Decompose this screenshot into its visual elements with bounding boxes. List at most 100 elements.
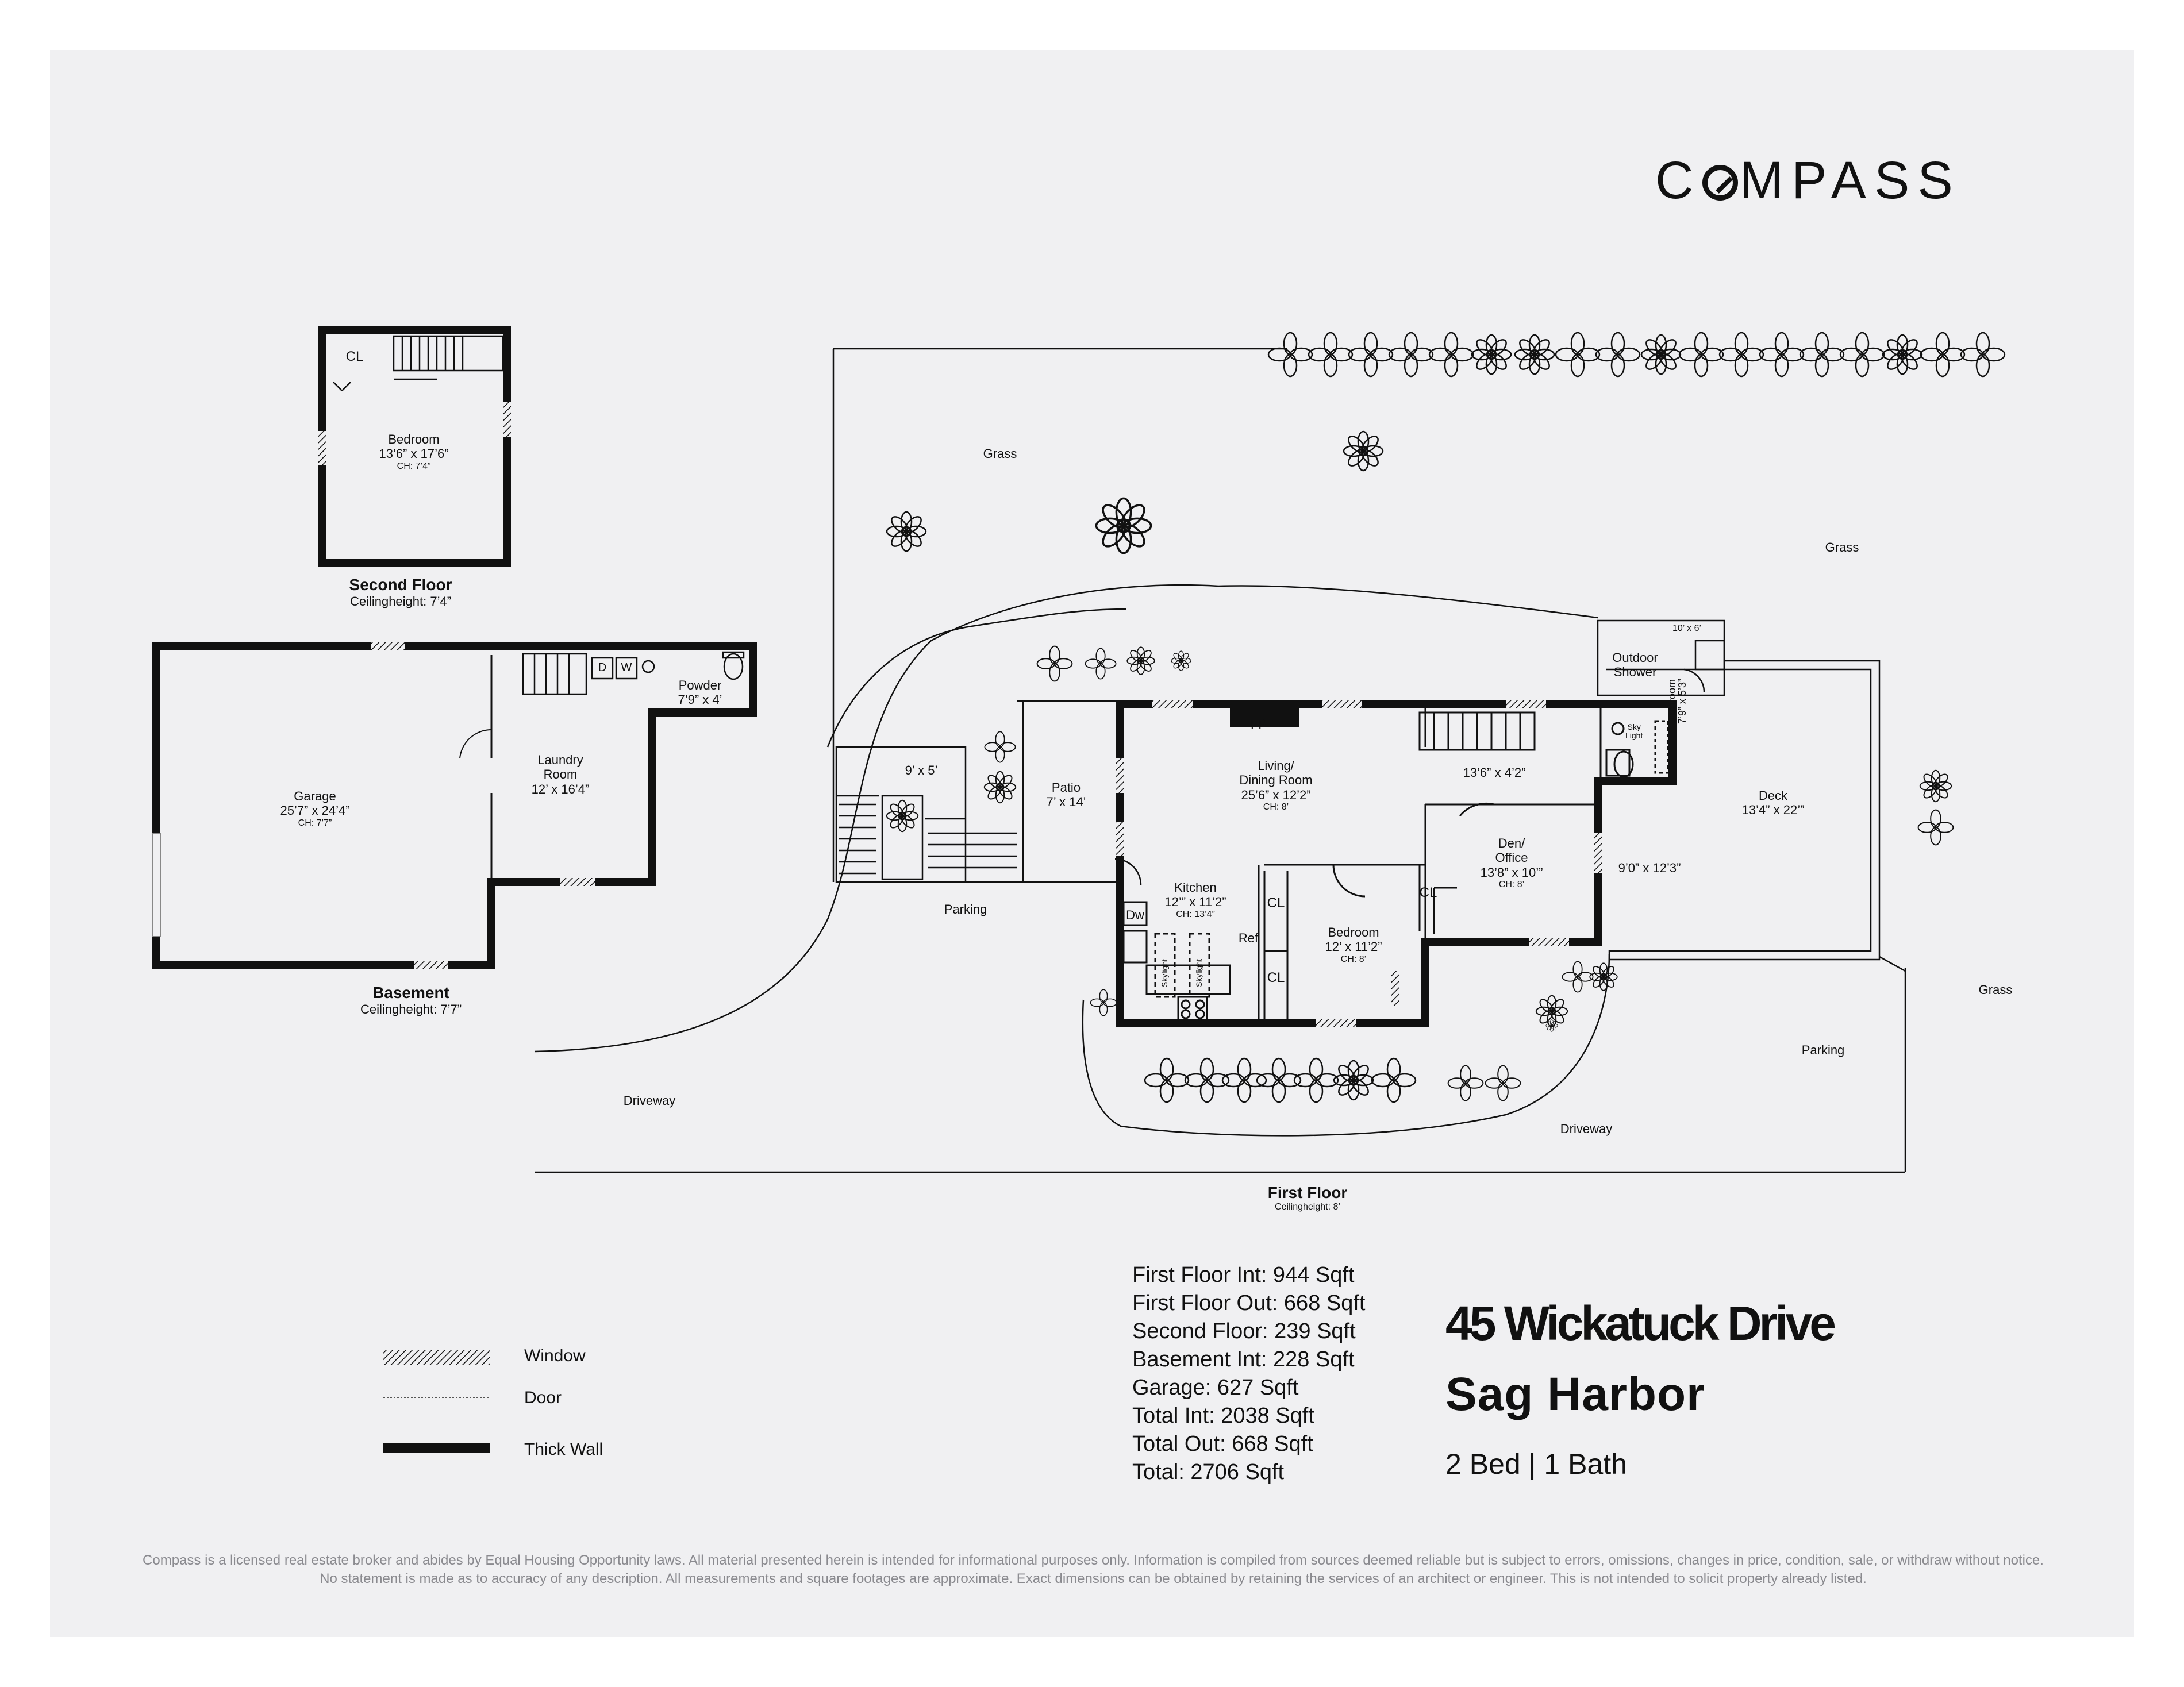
second-floor-bedroom-label: Bedroom 13’6” x 17’6” CH: 7’4” bbox=[379, 432, 448, 472]
room-ceiling: CH: 13’4” bbox=[1176, 909, 1215, 919]
floor-name: First Floor bbox=[1267, 1184, 1348, 1201]
closet-label-3: CL bbox=[1419, 885, 1437, 900]
legend-door-label: Door bbox=[524, 1388, 562, 1407]
basement-walls bbox=[152, 642, 757, 969]
room-name: Laundry bbox=[537, 753, 583, 767]
compass-logo-o-glyph bbox=[1702, 165, 1739, 201]
room-name-line2: Shower bbox=[1613, 665, 1657, 680]
listing-town: Sag Harbor bbox=[1445, 1368, 1705, 1420]
area-line: Total Int: 2038 Sqft bbox=[1132, 1404, 1314, 1428]
room-name: Outdoor bbox=[1612, 650, 1658, 665]
area-line: Total: 2706 Sqft bbox=[1132, 1460, 1285, 1484]
legend-window-label: Window bbox=[524, 1346, 586, 1365]
room-name: Bathroom bbox=[1666, 679, 1678, 724]
dishwasher-label: Dw bbox=[1126, 908, 1144, 922]
second-floor-title: Second Floor Ceilingheight: 7’4” bbox=[349, 576, 452, 608]
first-floor-interior bbox=[1122, 704, 1671, 1023]
basement-title: Basement Ceilingheight: 7’7” bbox=[360, 984, 462, 1016]
patio-label: Patio 7’ x 14’ bbox=[1047, 780, 1086, 810]
garage-label: Garage 25’7” x 24’4” CH: 7’7” bbox=[280, 789, 349, 829]
grass-label-2: Grass bbox=[1825, 540, 1859, 554]
room-dimensions: 13’6” x 17’6” bbox=[379, 446, 449, 461]
outdoor-shower-dimensions: 10’ x 6’ bbox=[1672, 623, 1702, 633]
landscape-flowers bbox=[886, 332, 2006, 1103]
room-name: Powder bbox=[678, 678, 722, 692]
floor-ceiling: Ceilingheight: 8’ bbox=[1275, 1202, 1340, 1212]
stair-hall-dimensions: 13’6” x 4’2” bbox=[1463, 765, 1526, 780]
room-name: Bedroom bbox=[388, 432, 440, 446]
fireplace-label: FP bbox=[1250, 717, 1267, 731]
area-line: Garage: 627 Sqft bbox=[1132, 1376, 1299, 1400]
laundry-room-label: Laundry Room 12’ x 16’4” bbox=[532, 753, 590, 796]
entry-landing-dimensions: 9’ x 5’ bbox=[905, 763, 938, 777]
room-name: Living/ bbox=[1258, 758, 1294, 773]
first-floor-title: First Floor Ceilingheight: 8’ bbox=[1268, 1184, 1347, 1213]
room-name-line2: Room bbox=[543, 767, 578, 782]
parking-label-1: Parking bbox=[944, 902, 987, 916]
room-name-line2: Dining Room bbox=[1239, 773, 1313, 788]
floor-name: Second Floor bbox=[349, 576, 452, 594]
closet-label-1: CL bbox=[1267, 895, 1285, 911]
room-dimensions: 7’9” x 4’ bbox=[678, 692, 722, 707]
grass-label-3: Grass bbox=[1978, 983, 2013, 997]
area-line: Total Out: 668 Sqft bbox=[1132, 1432, 1313, 1456]
room-name-line2: Office bbox=[1495, 850, 1528, 865]
room-dimensions: 12’ x 16’4” bbox=[531, 781, 590, 796]
dryer-label: D bbox=[598, 661, 607, 674]
room-dimensions: 25’7” x 24’4” bbox=[280, 803, 350, 818]
room-name: Deck bbox=[1758, 788, 1788, 803]
washer-label: W bbox=[621, 661, 632, 674]
room-ceiling: CH: 8’ bbox=[1340, 954, 1367, 964]
area-summary: First Floor Int: 944 Sqft First Floor Ou… bbox=[1132, 1261, 1365, 1486]
first-floor-windows bbox=[1116, 700, 1602, 1027]
room-dimensions: 12’ x 11’2” bbox=[1325, 939, 1382, 954]
plan-sheet bbox=[50, 50, 2134, 1637]
room-dimensions: 25’6” x 12’2” bbox=[1241, 787, 1311, 802]
living-dining-room-label: Living/ Dining Room 25’6” x 12’2” CH: 8’ bbox=[1239, 758, 1312, 812]
outdoor-shower-label: Outdoor Shower bbox=[1612, 650, 1658, 680]
area-line: Basement Int: 228 Sqft bbox=[1132, 1347, 1355, 1372]
room-dimensions: 12’” x 11’2” bbox=[1164, 895, 1226, 910]
area-line: First Floor Out: 668 Sqft bbox=[1132, 1291, 1366, 1315]
room-name: Garage bbox=[294, 789, 336, 803]
den-office-label: Den/ Office 13’8” x 10’” CH: 8’ bbox=[1481, 836, 1543, 890]
closet-label-2: CL bbox=[1267, 970, 1285, 985]
listing-beds-baths: 2 Bed | 1 Bath bbox=[1445, 1448, 1627, 1480]
legend-thick-wall-label: Thick Wall bbox=[524, 1440, 603, 1459]
room-dimensions: 7’ x 14’ bbox=[1046, 795, 1086, 810]
driveway-label-1: Driveway bbox=[623, 1093, 676, 1108]
room-name: Kitchen bbox=[1174, 880, 1217, 895]
kitchen-label: Kitchen 12’” x 11’2” CH: 13’4” bbox=[1164, 880, 1226, 920]
bathroom-label: Bathroom 7’9” x 5’3” bbox=[1666, 678, 1688, 724]
room-dimensions: 13’4” x 22’” bbox=[1741, 803, 1805, 818]
legend-swatches bbox=[383, 1350, 490, 1453]
listing-address: 45 Wickatuck Drive bbox=[1445, 1296, 1836, 1350]
room-name: Bedroom bbox=[1328, 925, 1379, 939]
room-dimensions: 7’9” x 5’3” bbox=[1677, 678, 1688, 724]
floor-ceiling: Ceilingheight: 7’7” bbox=[360, 1002, 462, 1017]
powder-room-label: Powder 7’9” x 4’ bbox=[678, 678, 722, 707]
skylight-line1: Sky bbox=[1627, 722, 1641, 731]
first-floor-bedroom-label: Bedroom 12’ x 11’2” CH: 8’ bbox=[1325, 925, 1382, 965]
area-line: First Floor Int: 944 Sqft bbox=[1132, 1263, 1355, 1287]
skylight-line2: Light bbox=[1625, 731, 1643, 741]
room-name: Patio bbox=[1051, 780, 1081, 795]
deck-label: Deck 13’4” x 22’” bbox=[1742, 788, 1805, 818]
second-floor-walls bbox=[318, 326, 511, 567]
refrigerator-label: Ref bbox=[1238, 931, 1259, 945]
grass-label-1: Grass bbox=[983, 446, 1017, 461]
room-ceiling: CH: 8’ bbox=[1498, 879, 1525, 889]
room-ceiling: CH: 7’7” bbox=[298, 818, 332, 828]
room-ceiling: CH: 7’4” bbox=[397, 461, 431, 471]
second-floor-closet-label: CL bbox=[345, 349, 364, 364]
floor-name: Basement bbox=[372, 984, 449, 1002]
parking-label-2: Parking bbox=[1801, 1043, 1845, 1057]
site-outline bbox=[534, 348, 1906, 1173]
skylight-label-2: Skylight bbox=[1194, 958, 1203, 987]
bath-skylight-label: Sky Light bbox=[1625, 722, 1643, 741]
room-ceiling: CH: 8’ bbox=[1263, 802, 1289, 812]
driveway-label-2: Driveway bbox=[1560, 1122, 1613, 1136]
room-name: Den/ bbox=[1498, 836, 1525, 850]
